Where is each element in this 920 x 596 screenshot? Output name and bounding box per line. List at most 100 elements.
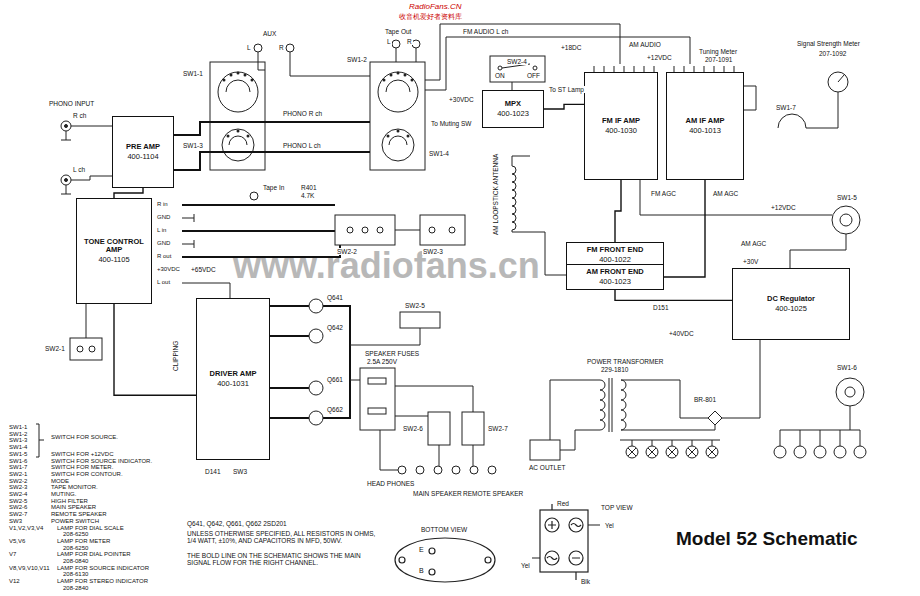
power-supply [722, 340, 760, 418]
watermark: 收音机爱好者资料库 [398, 13, 463, 21]
schematic-label: R in [156, 201, 169, 208]
schematic-label: SW1-4 [428, 150, 450, 157]
schematic-label: ON [494, 72, 506, 79]
schematic-label: Tape Out [384, 28, 412, 35]
switch-legend-text: SW2-4 [8, 491, 28, 498]
wire-connector [615, 180, 621, 242]
schematic-label: SW1-1 [182, 70, 204, 77]
schematic-label: E [418, 546, 425, 554]
module-box: FM IF AMP400-1030 [584, 72, 658, 180]
selector-switch [218, 72, 258, 112]
selector-switch [392, 40, 400, 48]
part-number: 400-1105 [98, 256, 129, 265]
power-supply [600, 380, 605, 430]
output-transistor [309, 411, 323, 425]
selector-switch [226, 80, 410, 145]
switch-legend-text: V8,V9,V10,V11 [8, 565, 51, 572]
schematic-label: SW2-7 [487, 425, 509, 432]
switch-legend-text: SW1-5 [8, 451, 28, 458]
schematic-label: 207-1091 [704, 56, 733, 63]
speaker-fuse-block [380, 430, 473, 470]
switch-legend-text: V12 [8, 578, 21, 585]
schematic-label: CLIPPING [172, 340, 179, 372]
switch-legend-text: SW1-7 [8, 464, 28, 471]
bridge-rectifier-view [540, 510, 588, 572]
schematic-label: SW1-3 [182, 142, 204, 149]
schematic-label: SPEAKER FUSES [364, 350, 420, 357]
selector-switch [412, 40, 420, 48]
switch-contact [411, 79, 414, 82]
schematic-label: GND [156, 214, 171, 221]
module-box: MPX400-1023 [482, 90, 544, 128]
speaker-fuse-block [350, 380, 360, 381]
switch-contact [237, 130, 240, 133]
schematic-label: +30V [742, 258, 759, 265]
watermark: www.radiofans.cn [232, 246, 541, 286]
schematic-label: PHONO L ch [282, 142, 322, 149]
power-supply [621, 380, 626, 430]
schematic-label: BR-801 [693, 396, 717, 403]
switch-legend-text: TAPE MONITOR. [50, 484, 99, 491]
switch-contact [237, 72, 240, 75]
wire [449, 227, 455, 233]
schematic-label: TOP VIEW [600, 504, 634, 511]
power-supply [780, 406, 860, 446]
transistor-outline [395, 538, 495, 582]
switch-contact [227, 135, 230, 138]
speaker-fuse-block [470, 466, 478, 474]
schematic-label: SW2-4 [506, 58, 528, 65]
transistor-outline [399, 557, 405, 563]
power-supply [774, 446, 786, 458]
schematic-label: SW1-6 [836, 364, 858, 371]
phono-jack [61, 121, 112, 194]
power-supply [854, 446, 866, 458]
transistor-outline [429, 569, 435, 575]
switch-contact [383, 79, 386, 82]
switch-legend-text: 208-6250 [62, 531, 89, 538]
schematic-label: AM LOOPSTICK ANTENNA [492, 153, 499, 236]
wire [429, 227, 435, 233]
schematic-label: Yel [604, 522, 615, 529]
part-number: 400-1023 [599, 278, 631, 287]
schematic-label: 2.5A 250V [366, 358, 398, 365]
schematic-label: R [406, 38, 413, 45]
switch-legend-text: SW2-2 [8, 478, 28, 485]
wire [335, 215, 395, 245]
switch-legend-text: 208-6250 [62, 545, 89, 552]
module-box: PRE AMP400-1104 [112, 116, 174, 188]
watermark: RadioFans.CN [408, 3, 462, 12]
power-supply [836, 378, 864, 406]
schematic-label: THE BOLD LINE ON THE SCHEMATIC SHOWS THE… [186, 552, 378, 566]
switch-contact [251, 79, 254, 82]
switch-legend-text: LAMP FOR SOURCE INDICATOR [56, 565, 150, 572]
switch-legend-text: SWITCH FOR SOURCE. [50, 434, 119, 441]
phono-jack [61, 121, 71, 131]
wire [420, 215, 465, 245]
module-name: FM IF AMP [602, 117, 640, 126]
module-name: PRE AMP [126, 143, 160, 152]
speaker-fuse-block [434, 466, 442, 474]
selector-switch [222, 129, 254, 161]
speaker-fuse-block [368, 408, 386, 414]
schematic-label: 229-1810 [600, 366, 629, 373]
wire [400, 312, 440, 328]
schematic-label: REMOTE SPEAKER [462, 490, 524, 497]
speaker-fuse-block [488, 466, 496, 474]
switch-legend-text: SWITCH FOR CONTOUR. [50, 471, 124, 478]
power-supply [628, 448, 716, 456]
wire [498, 66, 502, 70]
switch-legend-text: MUTING. [50, 491, 77, 498]
schematic-label: Tape In [262, 184, 285, 191]
schematic-label: SW2-3 [422, 248, 444, 255]
schematic-label: R out [156, 253, 172, 260]
speaker-fuse-block [398, 466, 406, 474]
bridge-rectifier-view [532, 504, 600, 580]
output-transistor [309, 381, 323, 395]
speaker-fuse-block [368, 378, 386, 384]
schematic-label: +30VDC [156, 266, 181, 273]
schematic-label: Red [556, 500, 570, 507]
schematic-label: Q661 [326, 376, 344, 383]
switch-legend-text: LAMP FOR DIAL POINTER [56, 551, 132, 558]
switch-legend-text: MODE [50, 478, 70, 485]
part-number: 400-1030 [605, 127, 637, 136]
